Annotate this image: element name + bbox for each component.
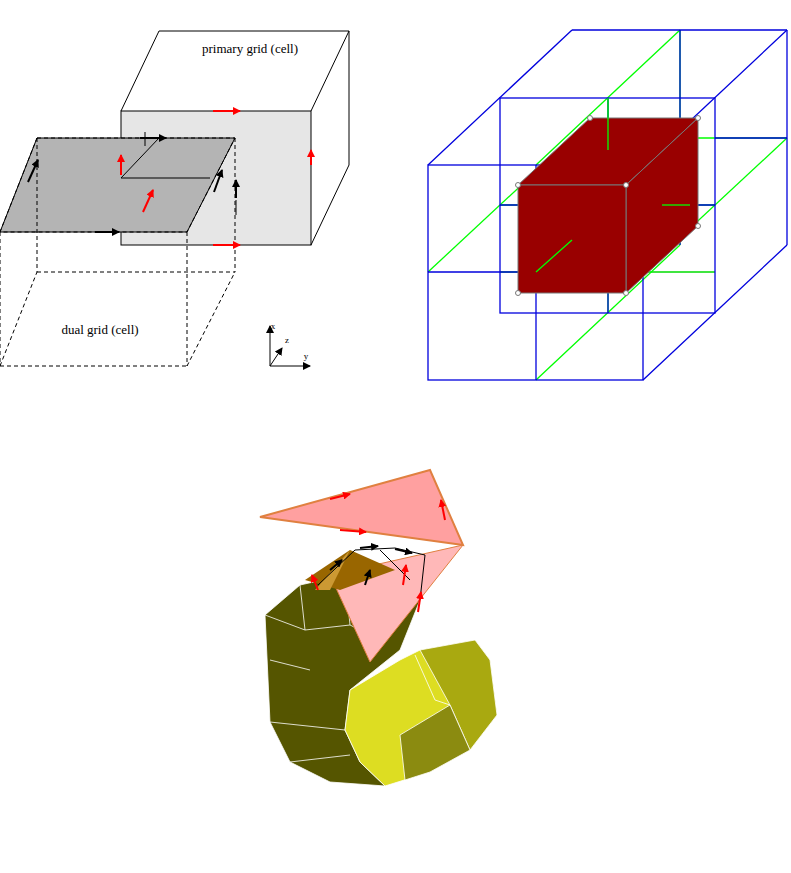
triangle bbox=[260, 470, 463, 662]
axis-label: x bbox=[271, 322, 276, 331]
axis-label: z bbox=[285, 336, 289, 345]
dual-cell bbox=[0, 132, 236, 366]
axes bbox=[270, 326, 310, 366]
axis-label: y bbox=[304, 352, 309, 361]
red-arrows bbox=[312, 494, 445, 612]
black-arrows bbox=[28, 138, 236, 232]
dual-cube bbox=[516, 98, 701, 296]
cell-label: primary grid (cell) bbox=[202, 42, 298, 55]
grid-lines bbox=[428, 30, 787, 380]
black-arrows bbox=[330, 546, 412, 585]
cell-label: dual grid (cell) bbox=[61, 323, 138, 336]
red-arrows bbox=[121, 111, 311, 245]
grid-cube bbox=[428, 30, 787, 380]
